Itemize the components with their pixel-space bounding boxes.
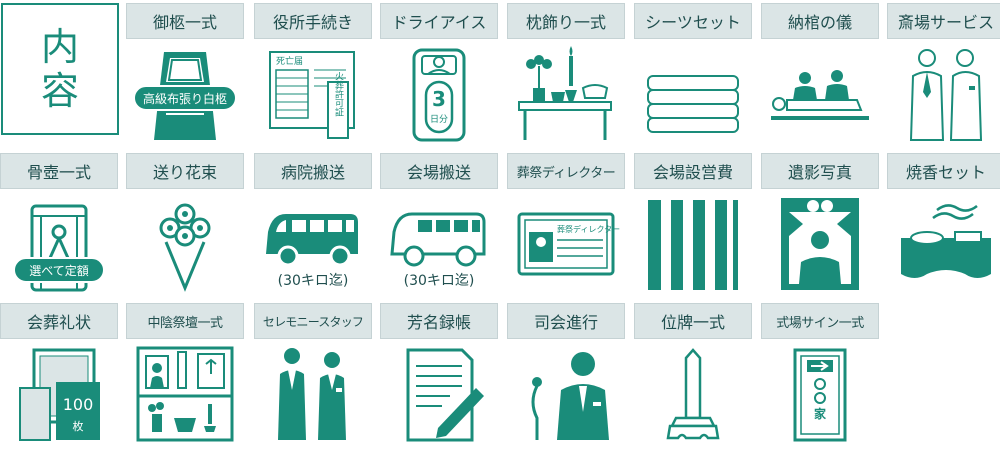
item-emcee: 司会進行 (507, 300, 625, 447)
tag-unit: 日分 (430, 114, 448, 125)
id-card-icon: 葬祭ディレクター (507, 192, 625, 294)
item-venue-setup: 会場設営費 (634, 150, 752, 297)
document-icon: 死亡届 火葬許可証 (254, 42, 372, 144)
item-label: 葬祭ディレクター (507, 153, 625, 189)
item-label: 芳名録帳 (380, 303, 498, 339)
item-hospital-transport: 病院搬送 (30キロ迄) (254, 150, 372, 297)
doc-side-text: 火葬許可証 (333, 71, 344, 117)
title-box: 内 容 (1, 3, 119, 135)
sheets-icon (634, 42, 752, 144)
sign-icon: 家 (761, 342, 879, 444)
item-ceremony-sign: 式場サイン一式 家 (761, 300, 879, 447)
staff-couple-icon (887, 42, 1000, 144)
van-icon (254, 192, 372, 294)
item-label: 役所手続き (254, 3, 372, 39)
item-label: 骨壺一式 (0, 153, 118, 189)
card-text: 葬祭ディレクター (557, 224, 620, 234)
item-label: 会葬礼状 (0, 303, 118, 339)
badge-text: 高級布張り白柩 (143, 91, 227, 106)
item-label: 納棺の儀 (761, 3, 879, 39)
dry-ice-icon: 3 日分 (380, 42, 498, 144)
title-line-2: 容 (40, 69, 79, 113)
curtain-icon (634, 192, 752, 294)
interim-altar-icon (126, 342, 244, 444)
encoffining-icon (761, 42, 879, 144)
item-label: 司会進行 (507, 303, 625, 339)
item-pillow-decor: 枕飾り一式 (507, 0, 625, 147)
item-label: 遺影写真 (761, 153, 879, 189)
item-label: 会場搬送 (380, 153, 498, 189)
bouquet-icon (126, 192, 244, 294)
item-label: 式場サイン一式 (761, 303, 879, 339)
tag-number: 3 (432, 87, 446, 111)
item-procedures: 役所手続き 死亡届 火葬許可証 (254, 0, 372, 147)
item-label: 病院搬送 (254, 153, 372, 189)
item-label: 焼香セット (887, 153, 1000, 189)
distance-note: (30キロ迄) (403, 273, 475, 289)
incense-icon (887, 192, 1000, 294)
item-memorial-tablet: 位牌一式 (634, 300, 752, 447)
emcee-icon (507, 342, 625, 444)
item-label: 枕飾り一式 (507, 3, 625, 39)
letters-icon: 100 枚 (0, 342, 118, 444)
item-thank-you-letters: 会葬礼状 100 枚 (0, 300, 118, 447)
van-outline-icon (380, 192, 498, 294)
count-unit: 枚 (73, 419, 84, 433)
guestbook-icon (380, 342, 498, 444)
item-venue-transport: 会場搬送 (30キロ迄) (380, 150, 498, 297)
item-interim-altar: 中陰祭壇一式 (126, 300, 244, 447)
item-coffin: 御柩一式 高級布張り白柩 (126, 0, 244, 147)
item-label: セレモニースタッフ (254, 303, 372, 339)
item-bouquet: 送り花束 (126, 150, 244, 297)
tablet-icon (634, 342, 752, 444)
staff-icon (254, 342, 372, 444)
item-guestbook: 芳名録帳 (380, 300, 498, 447)
item-label: ドライアイス (380, 3, 498, 39)
item-urn: 骨壺一式 選べて定額 (0, 150, 118, 297)
item-director: 葬祭ディレクター 葬祭ディレクター (507, 150, 625, 297)
item-incense: 焼香セット (887, 150, 1000, 297)
title-line-1: 内 (40, 25, 79, 69)
item-label: 斎場サービス (887, 3, 1000, 39)
item-encoffining: 納棺の儀 (761, 0, 879, 147)
item-label: 御柩一式 (126, 3, 244, 39)
portrait-icon (761, 192, 879, 294)
item-label: 会場設営費 (634, 153, 752, 189)
distance-note: (30キロ迄) (277, 273, 349, 289)
item-label: 位牌一式 (634, 303, 752, 339)
item-hall-service: 斎場サービス (887, 0, 1000, 147)
count-text: 100 (63, 395, 94, 414)
sign-char: 家 (814, 406, 827, 421)
item-label: シーツセット (634, 3, 752, 39)
coffin-icon: 高級布張り白柩 (126, 42, 244, 144)
item-portrait: 遺影写真 (761, 150, 879, 297)
badge-text: 選べて定額 (29, 263, 89, 278)
doc-header: 死亡届 (276, 55, 303, 67)
item-label: 中陰祭壇一式 (126, 303, 244, 339)
altar-icon (507, 42, 625, 144)
item-ceremony-staff: セレモニースタッフ (254, 300, 372, 447)
item-sheets: シーツセット (634, 0, 752, 147)
urn-icon: 選べて定額 (0, 192, 118, 294)
item-dry-ice: ドライアイス 3 日分 (380, 0, 498, 147)
item-label: 送り花束 (126, 153, 244, 189)
